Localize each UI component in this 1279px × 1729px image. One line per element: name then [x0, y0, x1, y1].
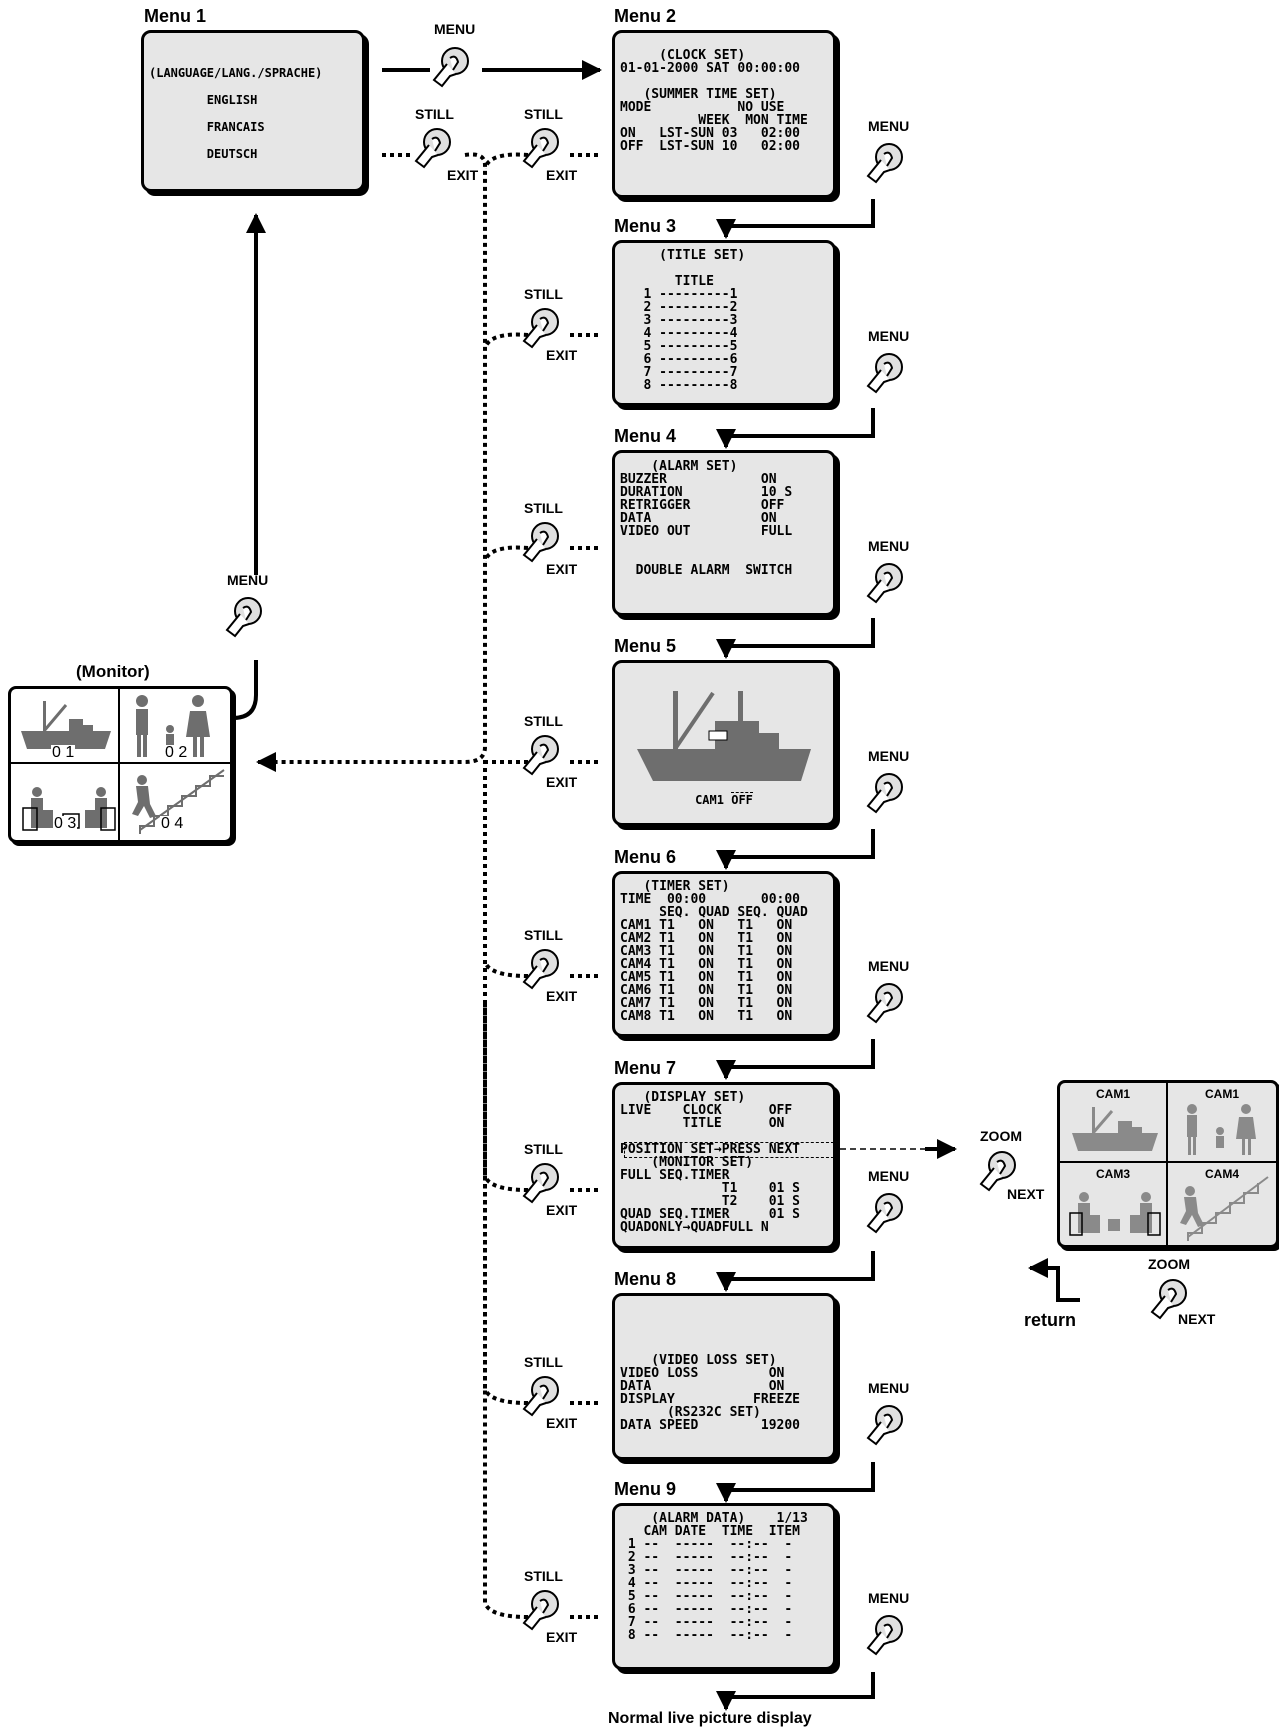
zoom-label: ZOOM: [1148, 1256, 1190, 1272]
monitor-quad: 0 1 0 2 0 3 0 4: [8, 686, 233, 843]
menu-9-title: Menu 9: [614, 1479, 676, 1500]
menu-button-hand-icon[interactable]: [862, 1402, 908, 1448]
menu-9-screen: (ALARM DATA) 1/13 CAM DATE TIME ITEM 1 -…: [612, 1503, 836, 1670]
zoom-button-hand-icon[interactable]: [975, 1148, 1021, 1194]
zoom-cell-2: CAM1: [1168, 1083, 1276, 1163]
zoom-label: ZOOM: [980, 1128, 1022, 1144]
still-label: STILL: [524, 106, 563, 122]
still-button-hand-icon[interactable]: [518, 1160, 564, 1206]
menu8-to-menu9-arrow: [726, 1462, 873, 1501]
menu-7-screen: (DISPLAY SET) LIVE CLOCK OFF TITLE ON PO…: [612, 1082, 836, 1249]
menu-button-hand-icon[interactable]: [221, 594, 267, 640]
menu-1-title: Menu 1: [144, 6, 206, 27]
menu-5-cam-label: CAM1: [695, 793, 724, 807]
menu-button-hand-icon[interactable]: [428, 44, 474, 90]
return-label: return: [1024, 1310, 1076, 1331]
menu7-to-menu8-arrow: [726, 1251, 873, 1290]
still-button-hand-icon[interactable]: [518, 125, 564, 171]
menu-button-hand-icon[interactable]: [862, 1612, 908, 1658]
menu-7-text: (DISPLAY SET) LIVE CLOCK OFF TITLE ON PO…: [620, 1091, 828, 1234]
menu-label: MENU: [868, 538, 909, 554]
monitor-title: (Monitor): [76, 662, 150, 682]
still-label: STILL: [415, 106, 454, 122]
menu-8-text: (VIDEO LOSS SET) VIDEO LOSS ON DATA ON D…: [620, 1328, 828, 1432]
monitor-number: 0 4: [160, 816, 184, 832]
menu-3-text: (TITLE SET) TITLE 1 ---------1 2 -------…: [620, 249, 828, 392]
still-label: STILL: [524, 713, 563, 729]
still-button-hand-icon[interactable]: [518, 732, 564, 778]
menu-label: MENU: [868, 1590, 909, 1606]
return-arrow: [1030, 1268, 1080, 1300]
menu-4-title: Menu 4: [614, 426, 676, 447]
menu-button-hand-icon[interactable]: [862, 770, 908, 816]
menu-label: MENU: [868, 118, 909, 134]
still-label: STILL: [524, 1141, 563, 1157]
still-label: STILL: [524, 1354, 563, 1370]
still-button-hand-icon[interactable]: [410, 125, 456, 171]
menu9-to-live-arrow: [726, 1672, 873, 1709]
zoom-button-hand-icon[interactable]: [1146, 1276, 1192, 1322]
menu-label: MENU: [868, 328, 909, 344]
monitor-cell-4: 0 4: [120, 764, 230, 840]
menu-8-title: Menu 8: [614, 1269, 676, 1290]
menu-2-screen: (CLOCK SET) 01-01-2000 SAT 00:00:00 (SUM…: [612, 30, 836, 198]
still-button-hand-icon[interactable]: [518, 519, 564, 565]
menu-button-hand-icon[interactable]: [862, 1190, 908, 1236]
still-label: STILL: [524, 1568, 563, 1584]
menu-5-cam-state: OFF: [731, 792, 753, 807]
monitor-number: 0 2: [164, 745, 188, 761]
still-label: STILL: [524, 927, 563, 943]
monitor-cell-2: 0 2: [120, 689, 230, 764]
monitor-cell-3: 0 3: [11, 764, 120, 840]
menu-4-text: (ALARM SET) BUZZER ON DURATION 10 S RETR…: [620, 460, 828, 577]
menu-3-screen: (TITLE SET) TITLE 1 ---------1 2 -------…: [612, 240, 836, 406]
menu-9-text: (ALARM DATA) 1/13 CAM DATE TIME ITEM 1 -…: [620, 1512, 828, 1642]
still-button-hand-icon[interactable]: [518, 1587, 564, 1633]
menu3-to-menu4-arrow: [726, 408, 873, 447]
menu-1-screen: (LANGUAGE/LANG./SPRACHE) ENGLISH FRANCAI…: [141, 30, 365, 192]
monitor-to-menu1-arrow: [233, 660, 256, 718]
menu-label: MENU: [868, 748, 909, 764]
menu-button-hand-icon[interactable]: [862, 980, 908, 1026]
zoom-cell-1: CAM1: [1060, 1083, 1168, 1163]
menu-4-screen: (ALARM SET) BUZZER ON DURATION 10 S RETR…: [612, 450, 836, 616]
menu-label: MENU: [227, 572, 268, 588]
zoom-quad-display: CAM1 CAM1 CAM3 CAM4: [1057, 1080, 1279, 1248]
still-button-hand-icon[interactable]: [518, 305, 564, 351]
monitor-number: 0 1: [51, 745, 75, 761]
menu-label: MENU: [868, 958, 909, 974]
menu-label: MENU: [434, 21, 475, 37]
menu-label: MENU: [868, 1168, 909, 1184]
menu-8-screen: (VIDEO LOSS SET) VIDEO LOSS ON DATA ON D…: [612, 1293, 836, 1460]
menu4-to-menu5-arrow: [726, 618, 873, 657]
still-button-hand-icon[interactable]: [518, 1373, 564, 1419]
menu-button-hand-icon[interactable]: [862, 140, 908, 186]
monitor-number: 0 3: [53, 816, 77, 832]
menu-5-title: Menu 5: [614, 636, 676, 657]
footer-label: Normal live picture display: [608, 1710, 812, 1728]
menu-2-title: Menu 2: [614, 6, 676, 27]
still-label: STILL: [524, 286, 563, 302]
monitor-cell-1: 0 1: [11, 689, 120, 764]
menu-7-title: Menu 7: [614, 1058, 676, 1079]
menu-1-text: (LANGUAGE/LANG./SPRACHE) ENGLISH FRANCAI…: [149, 67, 357, 162]
menu2-to-menu3-arrow: [726, 199, 873, 237]
menu-5-screen: CAM1 OFF: [612, 660, 836, 826]
menu-3-title: Menu 3: [614, 216, 676, 237]
still-label: STILL: [524, 500, 563, 516]
menu-button-hand-icon[interactable]: [862, 350, 908, 396]
menu-label: MENU: [868, 1380, 909, 1396]
zoom-cell-3: CAM3: [1060, 1163, 1168, 1245]
still-button-hand-icon[interactable]: [518, 946, 564, 992]
menu-6-screen: (TIMER SET) TIME 00:00 00:00 SEQ. QUAD S…: [612, 871, 836, 1037]
menu6-to-menu7-arrow: [726, 1039, 873, 1078]
menu-2-text: (CLOCK SET) 01-01-2000 SAT 00:00:00 (SUM…: [620, 49, 828, 153]
menu5-to-menu6-arrow: [726, 829, 873, 868]
menu-6-title: Menu 6: [614, 847, 676, 868]
menu-6-text: (TIMER SET) TIME 00:00 00:00 SEQ. QUAD S…: [620, 880, 828, 1023]
menu-button-hand-icon[interactable]: [862, 560, 908, 606]
zoom-cell-4: CAM4: [1168, 1163, 1276, 1245]
